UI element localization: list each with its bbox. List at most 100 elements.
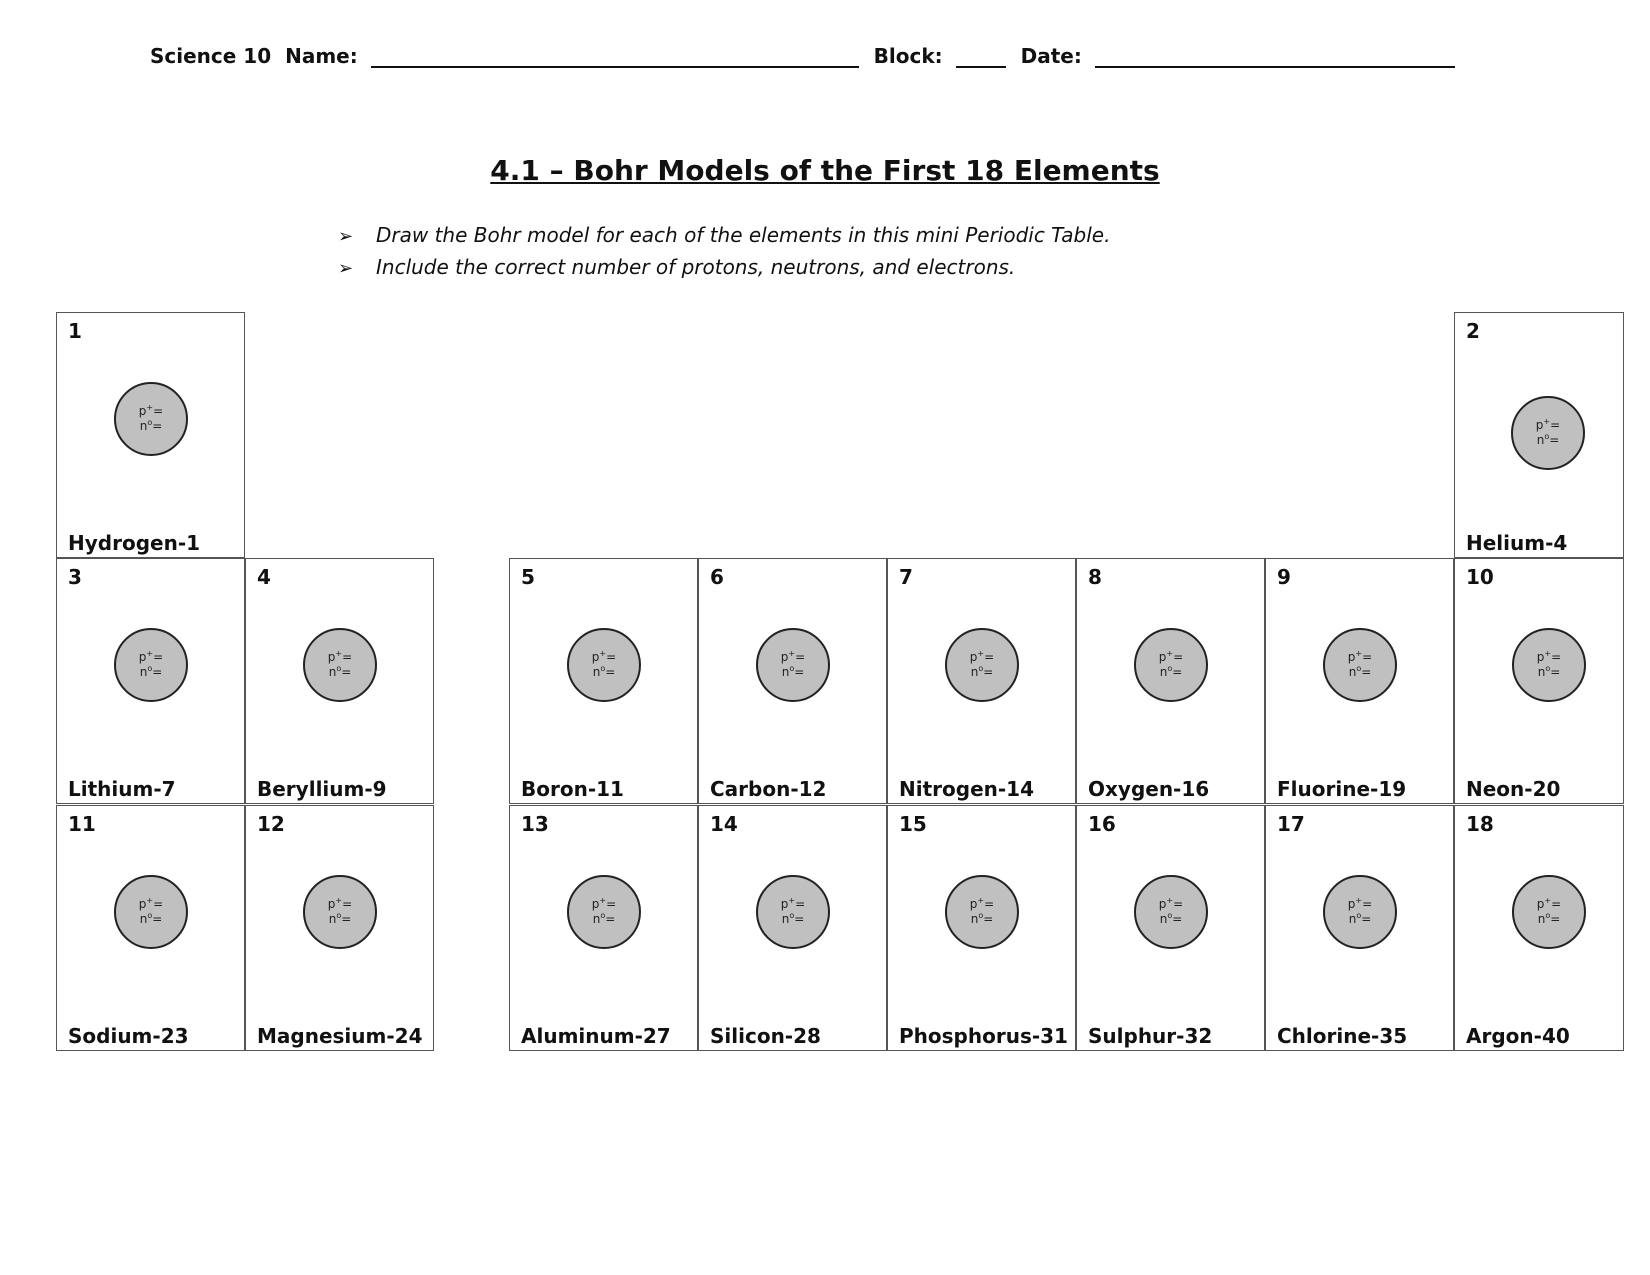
- atomic-number: 9: [1277, 565, 1291, 589]
- neutron-label: no=: [139, 911, 163, 927]
- block-label: Block:: [873, 44, 943, 68]
- nucleus-icon: p+=no=: [303, 875, 377, 949]
- nucleus-icon: p+=no=: [1512, 628, 1586, 702]
- nucleus-icon: p+=no=: [1134, 628, 1208, 702]
- neutron-label: no=: [592, 664, 616, 680]
- proton-label: p+=: [1158, 649, 1184, 665]
- element-name: Lithium-7: [68, 777, 176, 801]
- element-name: Neon-20: [1466, 777, 1561, 801]
- name-field[interactable]: [370, 46, 859, 68]
- atomic-number: 5: [521, 565, 535, 589]
- proton-label: p+=: [1347, 649, 1373, 665]
- date-field[interactable]: [1094, 46, 1455, 68]
- atomic-number: 18: [1466, 812, 1494, 836]
- atomic-number: 13: [521, 812, 549, 836]
- element-name: Phosphorus-31: [899, 1024, 1068, 1048]
- atomic-number: 15: [899, 812, 927, 836]
- element-name: Beryllium-9: [257, 777, 387, 801]
- element-cell[interactable]: 9 p+=no= Fluorine-19: [1265, 558, 1454, 804]
- neutron-label: no=: [328, 911, 352, 927]
- proton-label: p+=: [1535, 417, 1561, 433]
- proton-label: p+=: [969, 896, 995, 912]
- atomic-number: 3: [68, 565, 82, 589]
- atomic-number: 17: [1277, 812, 1305, 836]
- element-cell[interactable]: 16 p+=no= Sulphur-32: [1076, 805, 1265, 1051]
- proton-label: p+=: [327, 649, 353, 665]
- element-cell[interactable]: 8 p+=no= Oxygen-16: [1076, 558, 1265, 804]
- date-label: Date:: [1020, 44, 1082, 68]
- nucleus-icon: p+=no=: [114, 875, 188, 949]
- element-cell[interactable]: 6 p+=no= Carbon-12: [698, 558, 887, 804]
- neutron-label: no=: [781, 664, 805, 680]
- nucleus-icon: p+=no=: [1134, 875, 1208, 949]
- proton-label: p+=: [591, 649, 617, 665]
- neutron-label: no=: [139, 664, 163, 680]
- page-title: 4.1 – Bohr Models of the First 18 Elemen…: [490, 154, 1160, 187]
- nucleus-icon: p+=no=: [303, 628, 377, 702]
- neutron-label: no=: [139, 418, 163, 434]
- element-cell[interactable]: 15 p+=no= Phosphorus-31: [887, 805, 1076, 1051]
- proton-label: p+=: [591, 896, 617, 912]
- nucleus-icon: p+=no=: [1323, 628, 1397, 702]
- atomic-number: 11: [68, 812, 96, 836]
- element-name: Magnesium-24: [257, 1024, 423, 1048]
- proton-label: p+=: [138, 896, 164, 912]
- instruction-item: ➢Include the correct number of protons, …: [338, 251, 1110, 283]
- atomic-number: 12: [257, 812, 285, 836]
- element-name: Chlorine-35: [1277, 1024, 1408, 1048]
- element-name: Oxygen-16: [1088, 777, 1210, 801]
- block-field[interactable]: [955, 46, 1006, 68]
- atomic-number: 2: [1466, 319, 1480, 343]
- nucleus-icon: p+=no=: [945, 875, 1019, 949]
- worksheet-header: Science 10 Name: Block: Date:: [150, 44, 1463, 68]
- proton-label: p+=: [327, 896, 353, 912]
- atomic-number: 4: [257, 565, 271, 589]
- neutron-label: no=: [592, 911, 616, 927]
- element-name: Sulphur-32: [1088, 1024, 1213, 1048]
- arrow-bullet-icon: ➢: [338, 258, 354, 279]
- atomic-number: 6: [710, 565, 724, 589]
- atomic-number: 16: [1088, 812, 1116, 836]
- atomic-number: 1: [68, 319, 82, 343]
- arrow-bullet-icon: ➢: [338, 226, 354, 247]
- proton-label: p+=: [1347, 896, 1373, 912]
- neutron-label: no=: [1159, 911, 1183, 927]
- neutron-label: no=: [1537, 664, 1561, 680]
- element-name: Nitrogen-14: [899, 777, 1035, 801]
- element-name: Fluorine-19: [1277, 777, 1407, 801]
- neutron-label: no=: [970, 911, 994, 927]
- atomic-number: 10: [1466, 565, 1494, 589]
- proton-label: p+=: [780, 649, 806, 665]
- element-name: Carbon-12: [710, 777, 827, 801]
- proton-label: p+=: [138, 649, 164, 665]
- element-cell[interactable]: 12 p+=no= Magnesium-24: [245, 805, 434, 1051]
- nucleus-icon: p+=no=: [567, 628, 641, 702]
- instruction-item: ➢Draw the Bohr model for each of the ele…: [338, 219, 1110, 251]
- nucleus-icon: p+=no=: [756, 875, 830, 949]
- nucleus-icon: p+=no=: [567, 875, 641, 949]
- element-name: Helium-4: [1466, 531, 1568, 555]
- course-label: Science 10: [150, 44, 272, 68]
- proton-label: p+=: [780, 896, 806, 912]
- neutron-label: no=: [970, 664, 994, 680]
- element-name: Silicon-28: [710, 1024, 821, 1048]
- nucleus-icon: p+=no=: [945, 628, 1019, 702]
- element-cell[interactable]: 10 p+=no= Neon-20: [1454, 558, 1624, 804]
- element-cell[interactable]: 4 p+=no= Beryllium-9: [245, 558, 434, 804]
- nucleus-icon: p+=no=: [1512, 875, 1586, 949]
- nucleus-icon: p+=no=: [114, 382, 188, 456]
- neutron-label: no=: [1537, 911, 1561, 927]
- element-cell[interactable]: 3 p+=no= Lithium-7: [56, 558, 245, 804]
- neutron-label: no=: [1159, 664, 1183, 680]
- atomic-number: 8: [1088, 565, 1102, 589]
- instructions-list: ➢Draw the Bohr model for each of the ele…: [338, 219, 1110, 283]
